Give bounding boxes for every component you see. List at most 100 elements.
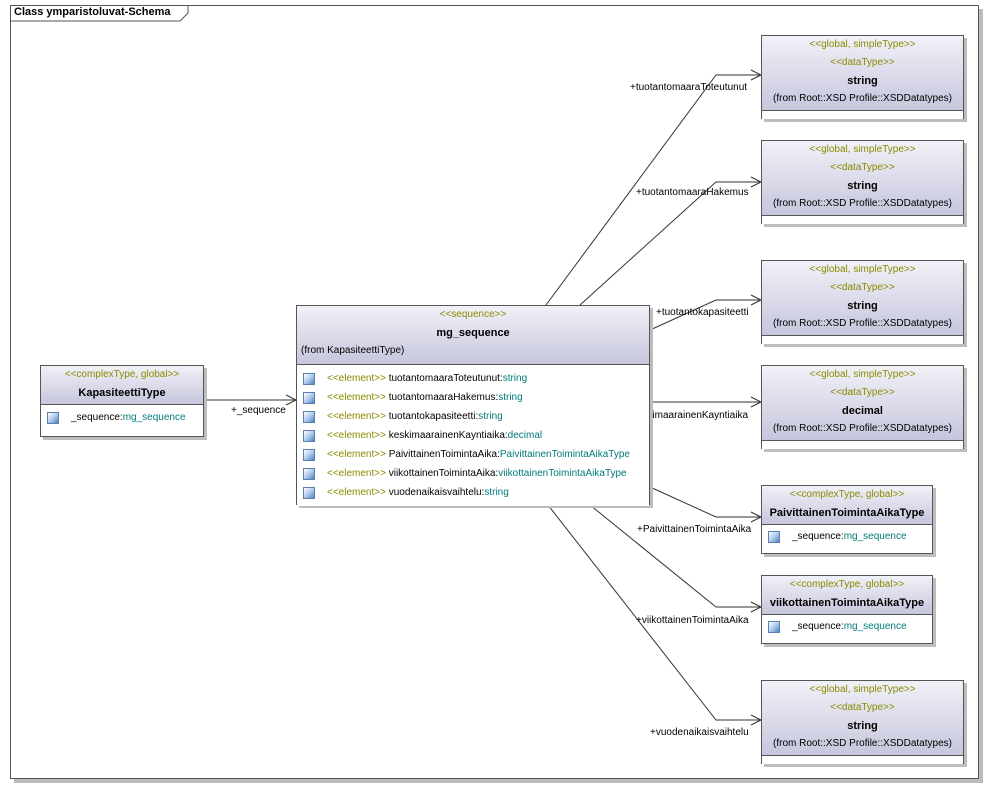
class-mg-sequence[interactable]: <<sequence>> mg_sequence (from Kapasitee… bbox=[296, 305, 650, 506]
element-row[interactable]: <<element>> PaivittainenToimintaAika:Pai… bbox=[297, 445, 649, 464]
element-type: string bbox=[498, 392, 523, 403]
element-name: vuodenaikaisvaihtelu: bbox=[385, 487, 485, 498]
element-type: string bbox=[484, 487, 509, 498]
datatype-stereotype: <<global, simpleType>> bbox=[809, 144, 916, 155]
datatype-compartment bbox=[762, 111, 963, 119]
assoc-line-vuodenaikaisvaihtelu bbox=[547, 504, 761, 721]
attribute-row[interactable]: _sequence:mg_sequence bbox=[762, 617, 932, 636]
datatype-stereotype-2: <<dataType>> bbox=[830, 702, 895, 713]
datatype-header: <<global, simpleType>> <<dataType>> deci… bbox=[762, 366, 963, 441]
assoc-label-viikottainenToimintaAika: +viikottainenToimintaAika bbox=[636, 615, 749, 626]
attribute-compartment: _sequence:mg_sequence bbox=[762, 525, 932, 548]
class-name: viikottainenToimintaAikaType bbox=[769, 597, 925, 609]
datatype-header: <<global, simpleType>> <<dataType>> stri… bbox=[762, 36, 963, 111]
datatype-header: <<global, simpleType>> <<dataType>> stri… bbox=[762, 681, 963, 756]
element-type: decimal bbox=[507, 430, 543, 441]
datatype-compartment bbox=[762, 216, 963, 224]
element-stereotype: <<element>> bbox=[327, 468, 386, 479]
class-header: <<sequence>> mg_sequence (from Kapasitee… bbox=[297, 306, 649, 365]
class-stereotype: <<complexType, global>> bbox=[64, 369, 180, 380]
assoc-line-viikottainenToimintaAika bbox=[589, 504, 761, 608]
assoc-label-tuotantomaaraToteutunut: +tuotantomaaraToteutunut bbox=[630, 82, 748, 93]
assoc-line-tuotantokapasiteetti bbox=[649, 299, 761, 331]
assoc-line-PaivittainenToimintaAika bbox=[649, 486, 761, 518]
class-viikottainentoimintaaikatype[interactable]: <<complexType, global>> viikottainenToim… bbox=[761, 575, 933, 644]
element-name: tuotantokapasiteetti: bbox=[385, 411, 479, 422]
datatype-name: string bbox=[847, 75, 878, 87]
datatype-name: string bbox=[847, 180, 878, 192]
class-name: PaivittainenToimintaAikaType bbox=[769, 507, 925, 519]
datatype-name: string bbox=[847, 720, 878, 732]
attribute-type: mg_sequence bbox=[843, 621, 907, 632]
datatype-origin: (from Root::XSD Profile::XSDDatatypes) bbox=[773, 423, 952, 434]
element-name: PaivittainenToimintaAika: bbox=[385, 449, 500, 460]
attribute-row[interactable]: _sequence:mg_sequence bbox=[41, 408, 203, 427]
datatype-origin: (from Root::XSD Profile::XSDDatatypes) bbox=[773, 318, 952, 329]
class-header: <<complexType, global>> KapasiteettiType bbox=[41, 366, 203, 405]
element-row[interactable]: <<element>> tuotantomaaraHakemus:string bbox=[297, 388, 649, 407]
element-stereotype: <<element>> bbox=[327, 411, 386, 422]
datatype-name: string bbox=[847, 300, 878, 312]
element-compartment: <<element>> tuotantomaaraToteutunut:stri… bbox=[297, 365, 649, 506]
element-icon bbox=[303, 449, 315, 461]
element-type: PaivittainenToimintaAikaType bbox=[499, 449, 630, 460]
element-name: tuotantomaaraToteutunut: bbox=[385, 373, 503, 384]
frame-tab-outline bbox=[10, 5, 189, 22]
class-stereotype: <<complexType, global>> bbox=[789, 579, 905, 590]
frame-title: Class ymparistoluvat-Schema bbox=[14, 6, 171, 18]
element-row[interactable]: <<element>> tuotantokapasiteetti:string bbox=[297, 407, 649, 426]
datatype-string-1[interactable]: <<global, simpleType>> <<dataType>> stri… bbox=[761, 35, 964, 119]
attribute-compartment: _sequence:mg_sequence bbox=[41, 405, 203, 430]
element-stereotype: <<element>> bbox=[327, 373, 386, 384]
class-header: <<complexType, global>> PaivittainenToim… bbox=[762, 486, 932, 525]
datatype-string-3[interactable]: <<global, simpleType>> <<dataType>> stri… bbox=[761, 260, 964, 344]
element-stereotype: <<element>> bbox=[327, 392, 386, 403]
datatype-string-2[interactable]: <<global, simpleType>> <<dataType>> stri… bbox=[761, 140, 964, 224]
element-stereotype: <<element>> bbox=[327, 487, 386, 498]
class-header: <<complexType, global>> viikottainenToim… bbox=[762, 576, 932, 615]
element-row[interactable]: <<element>> keskimaarainenKayntiaika:dec… bbox=[297, 426, 649, 445]
attribute-type: mg_sequence bbox=[843, 531, 907, 542]
datatype-string-4[interactable]: <<global, simpleType>> <<dataType>> stri… bbox=[761, 680, 964, 764]
element-stereotype: <<element>> bbox=[327, 449, 386, 460]
class-kapasiteettitype[interactable]: <<complexType, global>> KapasiteettiType… bbox=[40, 365, 204, 437]
attribute-type: mg_sequence bbox=[122, 412, 186, 423]
datatype-compartment bbox=[762, 336, 963, 344]
assoc-label-vuodenaikaisvaihtelu: +vuodenaikaisvaihtelu bbox=[650, 727, 749, 738]
class-name: mg_sequence bbox=[436, 327, 510, 339]
assoc-label-sequence: +_sequence bbox=[231, 405, 286, 416]
attribute-row[interactable]: _sequence:mg_sequence bbox=[762, 527, 932, 546]
datatype-stereotype: <<global, simpleType>> bbox=[809, 684, 916, 695]
element-row[interactable]: <<element>> vuodenaikaisvaihtelu:string bbox=[297, 483, 649, 502]
class-stereotype: <<complexType, global>> bbox=[789, 489, 905, 500]
datatype-stereotype-2: <<dataType>> bbox=[830, 57, 895, 68]
class-name: KapasiteettiType bbox=[78, 387, 166, 399]
class-paivittainentoimintaaikatype[interactable]: <<complexType, global>> PaivittainenToim… bbox=[761, 485, 933, 554]
element-row[interactable]: <<element>> viikottainenToimintaAika:vii… bbox=[297, 464, 649, 483]
element-name: keskimaarainenKayntiaika: bbox=[385, 430, 508, 441]
assoc-label-tuotantokapasiteetti: +tuotantokapasiteetti bbox=[656, 307, 749, 318]
datatype-header: <<global, simpleType>> <<dataType>> stri… bbox=[762, 141, 963, 216]
datatype-compartment bbox=[762, 441, 963, 449]
element-icon bbox=[303, 487, 315, 499]
assoc-label-PaivittainenToimintaAika: +PaivittainenToimintaAika bbox=[637, 524, 752, 535]
datatype-decimal[interactable]: <<global, simpleType>> <<dataType>> deci… bbox=[761, 365, 964, 449]
element-type: string bbox=[502, 373, 528, 384]
attribute-name: _sequence: bbox=[792, 531, 844, 542]
datatype-stereotype: <<global, simpleType>> bbox=[809, 264, 916, 275]
element-type: viikottainenToimintaAikaType bbox=[498, 468, 627, 479]
attribute-icon bbox=[768, 531, 780, 543]
attribute-name: _sequence: bbox=[792, 621, 844, 632]
attribute-icon bbox=[47, 412, 59, 424]
assoc-line-tuotantomaaraHakemus bbox=[579, 181, 761, 306]
attribute-name: _sequence: bbox=[71, 412, 123, 423]
element-icon bbox=[303, 468, 315, 480]
attribute-icon bbox=[768, 621, 780, 633]
element-icon bbox=[303, 392, 315, 404]
assoc-label-keskimaarainenKayntiaika: +keskimaarainenKayntiaika bbox=[626, 410, 749, 421]
datatype-stereotype: <<global, simpleType>> bbox=[809, 39, 916, 50]
assoc-line-tuotantomaaraToteutunut bbox=[545, 74, 761, 306]
datatype-origin: (from Root::XSD Profile::XSDDatatypes) bbox=[773, 198, 952, 209]
element-row[interactable]: <<element>> tuotantomaaraToteutunut:stri… bbox=[297, 369, 649, 388]
datatype-origin: (from Root::XSD Profile::XSDDatatypes) bbox=[773, 93, 952, 104]
